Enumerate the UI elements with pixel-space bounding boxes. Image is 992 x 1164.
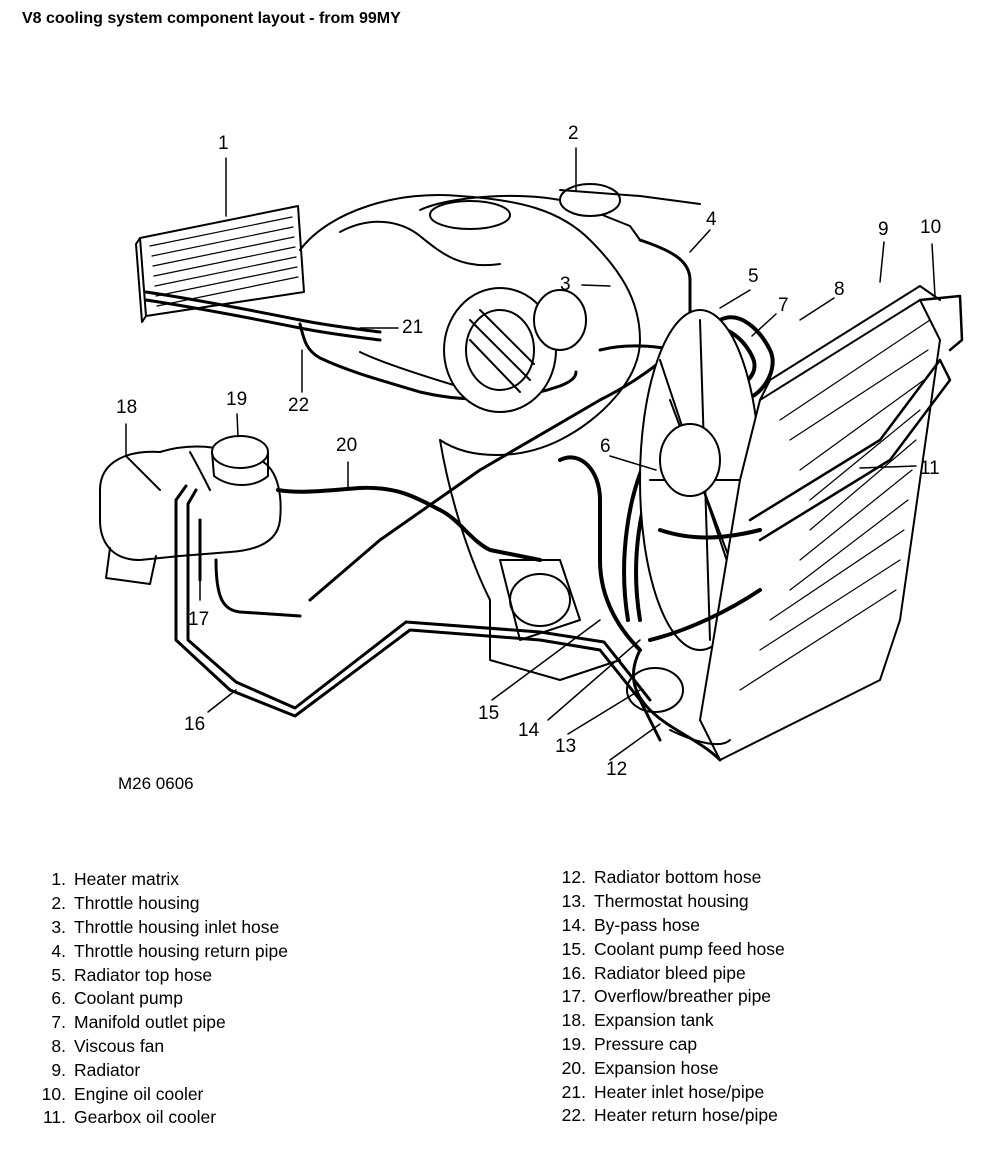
callout-9: 9 xyxy=(878,219,889,240)
expansion-tank-drawing xyxy=(99,435,282,585)
callout-22: 22 xyxy=(288,395,310,416)
callout-3: 3 xyxy=(560,274,571,295)
callout-13: 13 xyxy=(555,736,577,757)
callout-19: 19 xyxy=(226,389,248,410)
legend-item: 22.Heater return hose/pipe xyxy=(561,1105,778,1126)
legend-item: 7.Manifold outlet pipe xyxy=(51,1012,226,1033)
callout-18: 18 xyxy=(116,397,138,418)
legend-item: 21.Heater inlet hose/pipe xyxy=(561,1081,765,1102)
callout-2: 2 xyxy=(568,123,579,144)
callout-16: 16 xyxy=(184,714,206,735)
legend-item: 20.Expansion hose xyxy=(561,1057,719,1078)
legend-item: 8.Viscous fan xyxy=(51,1035,165,1056)
radiator-drawing xyxy=(669,285,941,761)
legend-item: 13.Thermostat housing xyxy=(561,891,749,912)
callout-14: 14 xyxy=(518,720,540,741)
legend-item: 16.Radiator bleed pipe xyxy=(561,962,746,983)
callout-4: 4 xyxy=(706,209,717,230)
callout-6: 6 xyxy=(600,436,611,457)
diagram-title: V8 cooling system component layout - fro… xyxy=(22,10,401,27)
legend-item: 17.Overflow/breather pipe xyxy=(561,986,772,1007)
legend-item: 10.Engine oil cooler xyxy=(41,1083,204,1104)
callout-11: 11 xyxy=(920,458,940,479)
legend-item: 15.Coolant pump feed hose xyxy=(561,938,785,959)
legend-item: 11.Gearbox oil cooler xyxy=(42,1107,217,1128)
legend-item: 18.Expansion tank xyxy=(561,1010,714,1031)
legend-item: 12.Radiator bottom hose xyxy=(561,867,762,888)
callout-15: 15 xyxy=(478,703,500,724)
legend-item: 1.Heater matrix xyxy=(51,869,180,890)
legend-item: 5.Radiator top hose xyxy=(51,964,213,985)
callout-12: 12 xyxy=(606,759,628,780)
legend-item: 4.Throttle housing return pipe xyxy=(51,940,289,961)
legend-item: 6.Coolant pump xyxy=(51,988,183,1009)
legend-right-column: 12.Radiator bottom hose 13.Thermostat ho… xyxy=(550,866,785,1128)
callout-17: 17 xyxy=(188,609,210,630)
callout-1: 1 xyxy=(218,133,229,154)
legend-left-column: 1.Heater matrix 2.Throttle housing 3.Thr… xyxy=(30,868,288,1130)
callout-7: 7 xyxy=(778,295,789,316)
callout-5: 5 xyxy=(748,266,759,287)
callout-8: 8 xyxy=(834,279,845,300)
callout-21: 21 xyxy=(402,317,424,338)
heater-matrix-drawing xyxy=(135,205,305,323)
callout-20: 20 xyxy=(336,435,358,456)
legend-item: 9.Radiator xyxy=(51,1059,141,1080)
legend-item: 14.By-pass hose xyxy=(561,914,701,935)
callout-10: 10 xyxy=(920,217,942,238)
legend-item: 3.Throttle housing inlet hose xyxy=(51,916,280,937)
figure-reference: M26 0606 xyxy=(118,774,194,793)
legend-item: 19.Pressure cap xyxy=(561,1033,698,1054)
legend-item: 2.Throttle housing xyxy=(51,893,200,914)
callout-leader-lines xyxy=(125,147,936,761)
